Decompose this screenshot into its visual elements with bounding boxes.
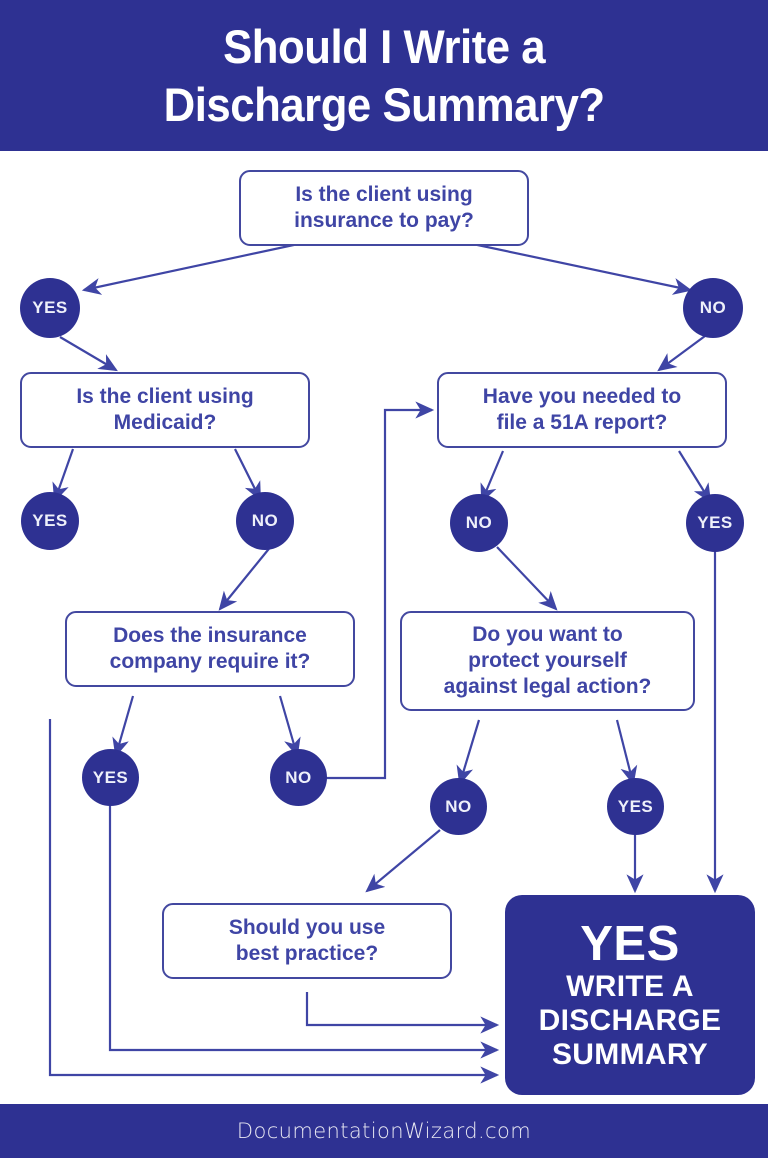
branch-label-q1-no[interactable]: NO bbox=[683, 278, 743, 338]
branch-label-q2-yes[interactable]: YES bbox=[21, 492, 79, 550]
edge-no-to-q3 bbox=[657, 335, 706, 372]
terminal-write-discharge-summary[interactable]: YES WRITE A DISCHARGE SUMMARY bbox=[505, 895, 755, 1095]
question-box-medicaid[interactable]: Is the client using Medicaid? bbox=[20, 372, 310, 448]
page-title-line-2: Discharge Summary? bbox=[163, 77, 605, 131]
edge-no5-to-q6 bbox=[365, 829, 441, 893]
q5-line-3: against legal action? bbox=[443, 675, 652, 698]
terminal-line-3: SUMMARY bbox=[552, 1038, 708, 1071]
edge-q1-to-no bbox=[467, 241, 693, 295]
edge-q3-to-no3 bbox=[480, 450, 505, 504]
footer-site-name: DocumentationWizard.com bbox=[236, 1119, 532, 1143]
page-footer: DocumentationWizard.com bbox=[0, 1104, 768, 1158]
edge-q5-to-yes5 bbox=[615, 719, 638, 786]
edge-q5-to-no5 bbox=[456, 719, 481, 786]
edge-q2-to-no2 bbox=[234, 448, 261, 501]
q4-line-2: company require it? bbox=[109, 650, 311, 673]
edge-q6-to-terminal bbox=[305, 992, 500, 1034]
edge-q3-to-yes3 bbox=[678, 450, 712, 503]
q1-line-2: insurance to pay? bbox=[294, 209, 474, 232]
question-box-best-practice[interactable]: Should you use best practice? bbox=[162, 903, 452, 979]
q5-line-2: protect yourself bbox=[468, 649, 627, 672]
question-box-insurance[interactable]: Is the client using insurance to pay? bbox=[239, 170, 529, 246]
edge-q4-to-no4 bbox=[278, 695, 301, 758]
edge-no4-to-q3 bbox=[324, 401, 435, 780]
terminal-line-1: WRITE A bbox=[566, 970, 694, 1003]
q5-line-1: Do you want to bbox=[472, 623, 623, 646]
edge-q1-to-yes bbox=[81, 241, 304, 295]
branch-label-q2-no[interactable]: NO bbox=[236, 492, 294, 550]
branch-label-q3-yes[interactable]: YES bbox=[686, 494, 744, 552]
question-box-legal-protection[interactable]: Do you want to protect yourself against … bbox=[400, 611, 695, 711]
branch-label-q4-no[interactable]: NO bbox=[270, 749, 327, 806]
edge-yes-to-q2 bbox=[59, 336, 118, 372]
q4-line-1: Does the insurance bbox=[113, 624, 307, 647]
branch-label-q3-no[interactable]: NO bbox=[450, 494, 508, 552]
page-title-line-1: Should I Write a bbox=[222, 19, 546, 73]
question-box-insurance-requires[interactable]: Does the insurance company require it? bbox=[65, 611, 355, 687]
edge-no2-to-q4 bbox=[218, 544, 273, 611]
q2-line-2: Medicaid? bbox=[113, 411, 217, 434]
branch-label-q4-yes[interactable]: YES bbox=[82, 749, 139, 806]
q6-line-2: best practice? bbox=[235, 942, 379, 965]
q1-line-1: Is the client using bbox=[295, 183, 473, 206]
branch-label-q5-no[interactable]: NO bbox=[430, 778, 487, 835]
flow-connectors bbox=[48, 241, 724, 1084]
question-box-51a-report[interactable]: Have you needed to file a 51A report? bbox=[437, 372, 727, 448]
edge-q4-to-yes4 bbox=[112, 695, 135, 758]
terminal-line-2: DISCHARGE bbox=[538, 1004, 722, 1037]
q3-line-2: file a 51A report? bbox=[496, 411, 668, 434]
edge-no3-to-q5 bbox=[496, 546, 558, 611]
q3-line-1: Have you needed to bbox=[482, 385, 682, 408]
branch-label-q5-yes[interactable]: YES bbox=[607, 778, 664, 835]
edge-yes2-to-terminal bbox=[48, 719, 500, 1084]
q6-line-1: Should you use bbox=[228, 916, 386, 939]
branch-label-q1-yes[interactable]: YES bbox=[20, 278, 80, 338]
q2-line-1: Is the client using bbox=[76, 385, 254, 408]
page-header: Should I Write a Discharge Summary? bbox=[0, 0, 768, 151]
edge-q2-to-yes2 bbox=[52, 448, 75, 503]
edge-yes4-to-terminal bbox=[108, 803, 500, 1059]
terminal-answer: YES bbox=[580, 917, 680, 971]
